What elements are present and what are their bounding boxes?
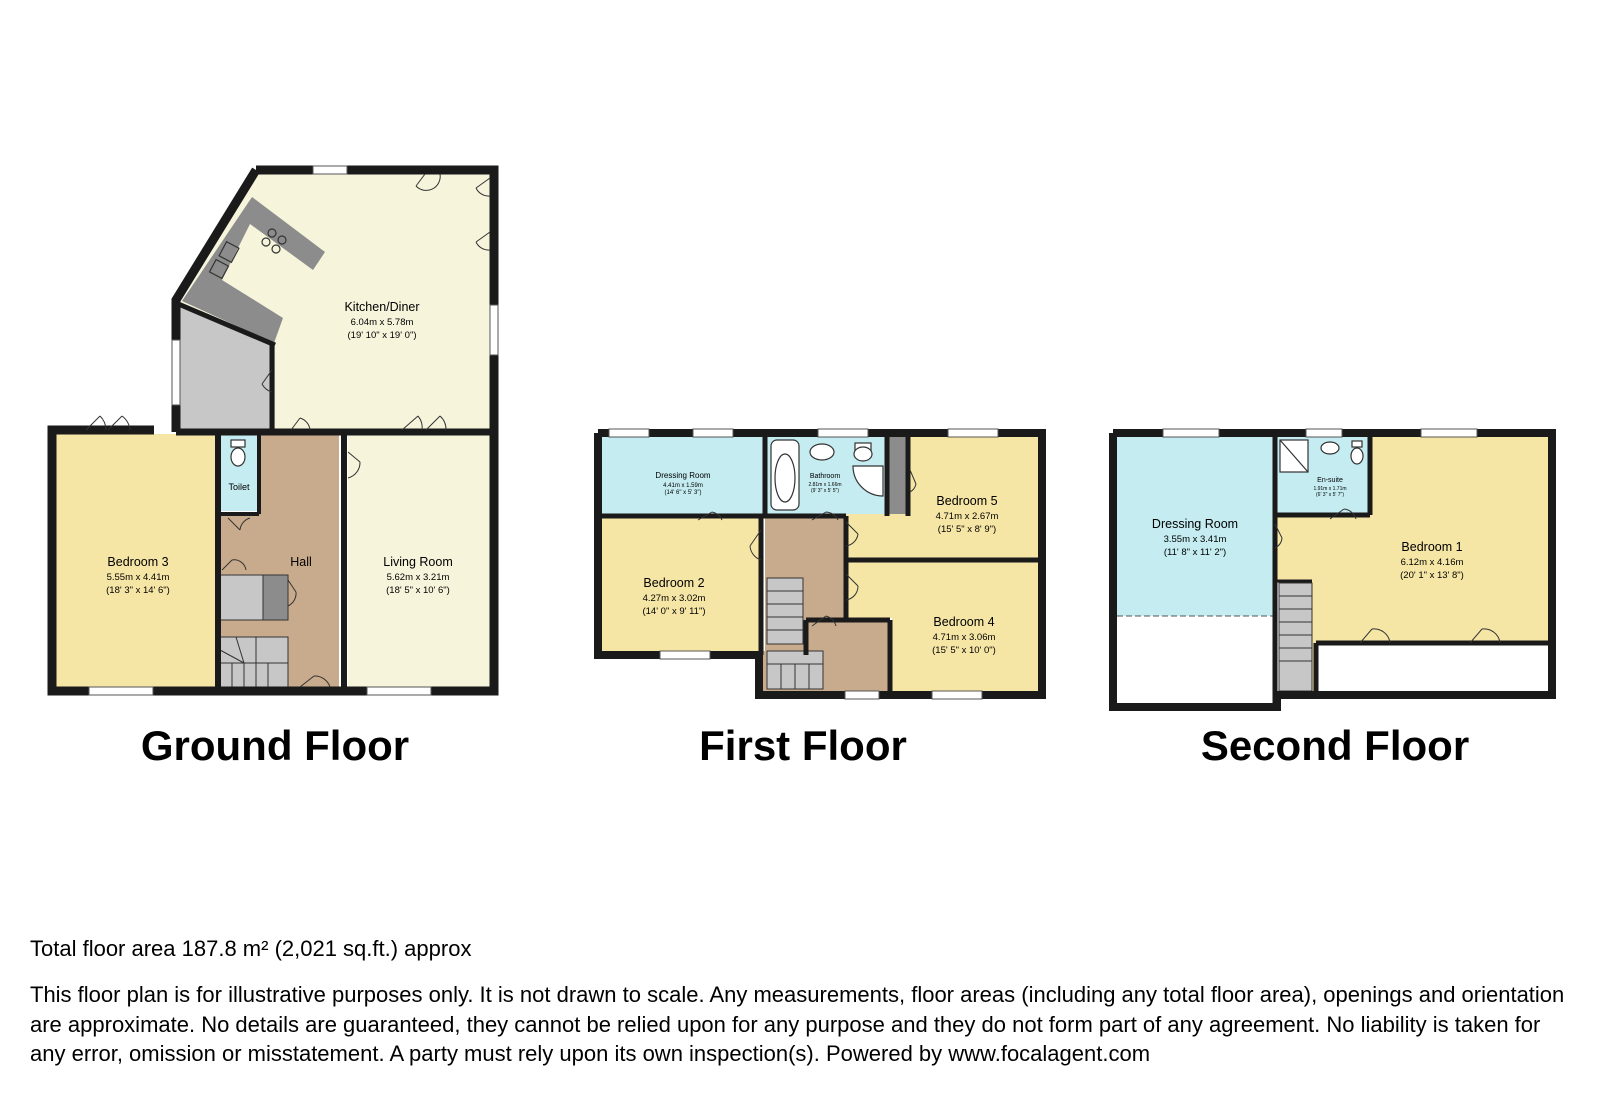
- loft-void: [1117, 616, 1273, 703]
- bedroom-2-label: Bedroom 2: [643, 576, 704, 590]
- ensuite-imperial: (6' 3" x 5' 7"): [1316, 492, 1344, 498]
- dressing-room-second: [1117, 437, 1273, 616]
- bedroom-2-imperial: (14' 0" x 9' 11"): [642, 606, 705, 617]
- bedroom-5-imperial: (15' 5" x 8' 9"): [938, 524, 996, 535]
- ground-floor-title: Ground Floor: [140, 722, 410, 769]
- door-icon: [85, 173, 491, 688]
- wc-icon: [230, 439, 246, 467]
- bedroom-5-room: [846, 437, 1038, 558]
- sink-icon: [208, 240, 240, 280]
- dressing-room-first-label: Dressing Room: [655, 471, 710, 480]
- dressing-room-second-metric: 3.55m x 3.41m: [1164, 534, 1227, 545]
- kitchen-diner-room: [180, 170, 494, 434]
- ensuite-metric: 1.91m x 1.71m: [1313, 486, 1346, 492]
- bathroom-cupboard: [887, 437, 908, 514]
- hall-cupboard: [219, 574, 264, 621]
- second-floor-walls: [1109, 429, 1556, 711]
- ground-floor-plan: Kitchen/Diner 6.04m x 5.78m (19' 10" x 1…: [47, 165, 499, 696]
- bedroom-5-label: Bedroom 5: [936, 494, 997, 508]
- hall-cupboard: [262, 574, 289, 621]
- bathroom-imperial: (9' 3" x 5' 5"): [811, 488, 839, 494]
- door-icon: [1274, 508, 1501, 644]
- stairs-icon: [766, 577, 824, 690]
- living-room-metric: 5.62m x 3.21m: [387, 572, 450, 583]
- utility-area: [176, 306, 275, 434]
- landing-area: [759, 518, 888, 691]
- bathtub-icon: [770, 439, 800, 511]
- toilet-label: Toilet: [228, 482, 250, 492]
- dressing-room-second-label: Dressing Room: [1152, 517, 1238, 531]
- stairs-icon: [1278, 582, 1313, 692]
- bedroom-2-metric: 4.27m x 3.02m: [643, 593, 706, 604]
- bedroom-1-label: Bedroom 1: [1401, 540, 1462, 554]
- window-icon: [88, 165, 499, 696]
- stairs-icon: [219, 636, 289, 690]
- bedroom-5-metric: 4.71m x 2.67m: [936, 511, 999, 522]
- kitchen-diner-label: Kitchen/Diner: [344, 300, 419, 314]
- bedroom-4-label: Bedroom 4: [933, 615, 994, 629]
- bedroom-4-room: [846, 562, 1038, 691]
- living-room: [348, 434, 494, 691]
- bedroom-3-metric: 5.55m x 4.41m: [107, 572, 170, 583]
- window-icon: [1162, 428, 1478, 438]
- bedroom-1-room: [1277, 437, 1548, 697]
- dressing-room-first-imperial: (14' 6" x 5' 3"): [665, 490, 702, 496]
- eaves-storage: [1318, 645, 1544, 689]
- bedroom-1-imperial: (20' 1" x 13' 8"): [1400, 570, 1464, 581]
- kitchen-worktop: [182, 197, 325, 343]
- bedroom-3-imperial: (18' 3" x 14' 6"): [106, 585, 170, 596]
- disclaimer-text: This floor plan is for illustrative purp…: [30, 982, 1565, 1066]
- first-floor-walls: [594, 429, 1046, 699]
- first-floor-title: First Floor: [699, 722, 907, 769]
- ensuite-label: En-suite: [1317, 477, 1343, 484]
- hob-icon: [261, 228, 287, 254]
- living-room-label: Living Room: [383, 555, 452, 569]
- second-floor-plan: Dressing Room 3.55m x 3.41m (11' 8" x 11…: [1109, 428, 1556, 711]
- shower-icon: [1279, 439, 1364, 473]
- window-icon: [608, 428, 999, 700]
- hall-room: [218, 434, 339, 691]
- bedroom-3-room: [56, 434, 218, 691]
- bathroom-label: Bathroom: [810, 473, 841, 480]
- kitchen-diner-imperial: (19' 10" x 19' 0"): [348, 330, 417, 341]
- bedroom-3-label: Bedroom 3: [107, 555, 168, 569]
- bedroom-4-imperial: (15' 5" x 10' 0"): [932, 645, 996, 656]
- kitchen-diner-metric: 6.04m x 5.78m: [351, 317, 414, 328]
- living-room-imperial: (18' 5" x 10' 6"): [386, 585, 450, 596]
- door-icon: [697, 469, 917, 627]
- bedroom-2-room: [602, 518, 761, 651]
- wc-icon: [809, 442, 884, 497]
- dressing-room-first-metric: 4.41m x 1.59m: [663, 483, 703, 489]
- hall-label: Hall: [290, 555, 312, 569]
- bedroom-1-metric: 6.12m x 4.16m: [1401, 557, 1464, 568]
- dressing-room-first: [602, 437, 765, 514]
- first-floor-plan: Dressing Room 4.41m x 1.59m (14' 6" x 5'…: [594, 428, 1046, 700]
- total-floor-area: Total floor area 187.8 m² (2,021 sq.ft.)…: [30, 936, 472, 961]
- bathroom-metric: 2.81m x 1.66m: [808, 482, 841, 488]
- second-floor-title: Second Floor: [1200, 722, 1470, 769]
- dressing-room-second-imperial: (11' 8" x 11' 2"): [1164, 547, 1226, 558]
- bedroom-4-metric: 4.71m x 3.06m: [933, 632, 996, 643]
